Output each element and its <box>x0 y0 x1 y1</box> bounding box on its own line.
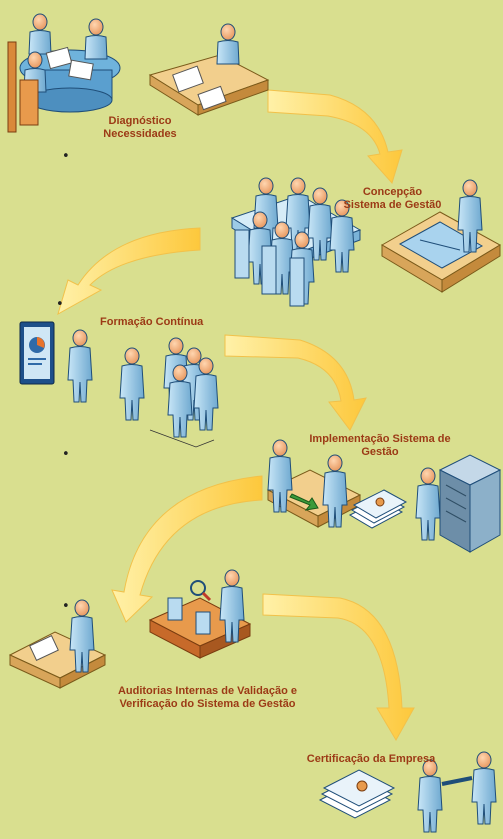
step-label-certificacao: Certificação da Empresa <box>296 753 446 766</box>
step-label-line: Gestão <box>361 446 399 458</box>
planning-desk-icon <box>380 179 502 293</box>
bullet-marker: • <box>56 297 64 312</box>
step-label-line: Auditorias Internas de Validação e <box>117 685 298 697</box>
flow-arrow-3 <box>224 334 367 431</box>
step-label-line: Necessidades <box>103 128 177 140</box>
handshake-icon <box>417 751 497 833</box>
bullet-marker: • <box>62 599 70 614</box>
step-label-line: Certificação da Empresa <box>306 753 436 765</box>
flow-arrow-1 <box>267 89 403 184</box>
flow-arrow-4 <box>111 475 263 623</box>
step-label-line: Concepção <box>362 186 423 198</box>
presentation-board-icon <box>19 321 93 403</box>
step-label-diagnostico: Diagnóstico Necessidades <box>90 115 190 141</box>
step-label-line: Sistema de Gestã0 <box>343 199 442 211</box>
flow-arrow-5 <box>262 593 415 741</box>
conference-scene-icon <box>230 177 362 307</box>
bullet-marker: • <box>62 447 70 462</box>
step-label-line: Diagnóstico <box>108 115 172 127</box>
certificates-stack-icon <box>318 769 396 819</box>
audit-desk-icon <box>8 599 107 689</box>
meeting-scene-icon <box>7 13 121 133</box>
documents-stack-icon <box>348 489 408 529</box>
step-label-concepcao: Concepção Sistema de Gestã0 <box>330 186 455 212</box>
flow-arrow-2 <box>57 227 201 316</box>
trainees-group-icon <box>119 337 219 448</box>
bullet-marker: • <box>62 149 70 164</box>
handover-desk-icon <box>266 439 362 528</box>
step-label-line: Verificação do Sistema de Gestão <box>119 698 296 710</box>
step-label-implementacao: Implementação Sistema de Gestão <box>290 433 470 459</box>
conveyor-inspection-icon <box>148 569 252 659</box>
step-label-line: Formação Contínua <box>100 316 204 328</box>
document-desk-icon <box>148 23 270 116</box>
step-label-formacao: Formação Contínua <box>100 316 225 329</box>
step-label-auditorias: Auditorias Internas de Validação e Verif… <box>100 685 315 711</box>
server-rack-icon <box>415 454 502 553</box>
step-label-line: Implementação Sistema de <box>309 433 451 445</box>
